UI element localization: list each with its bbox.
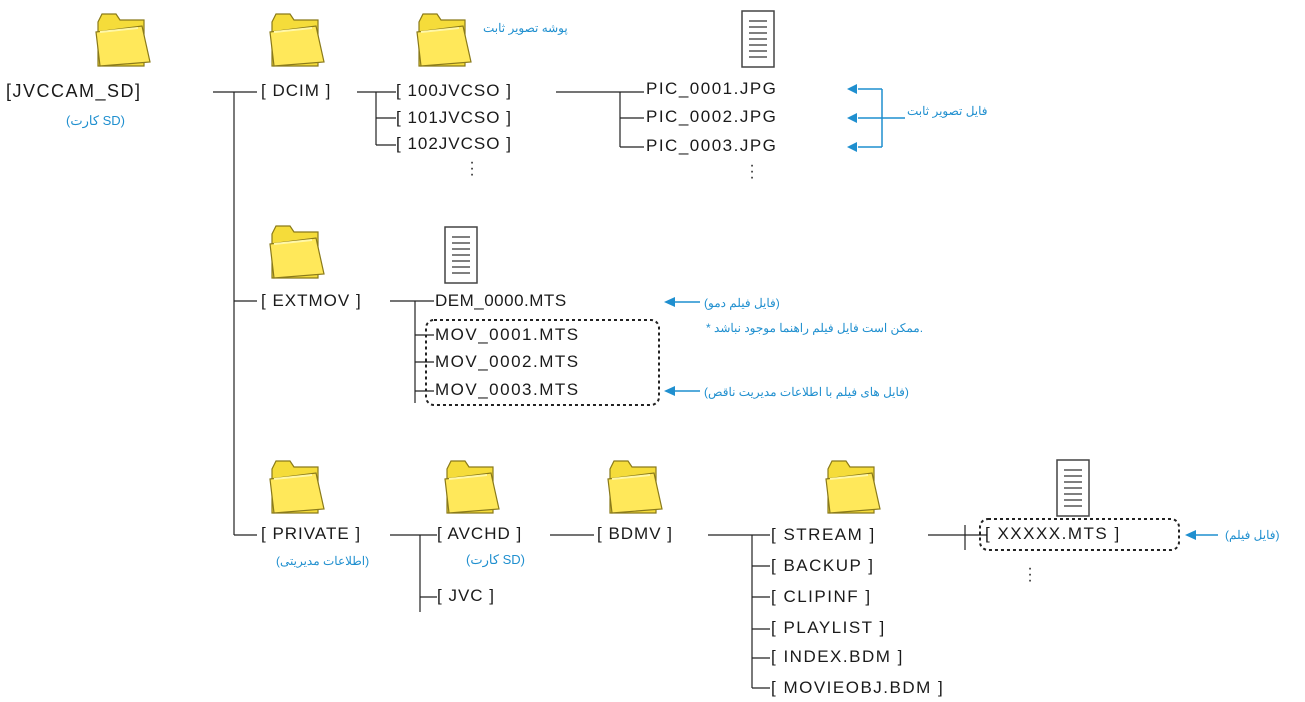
folder-icon xyxy=(266,220,326,287)
avchd-folder-label: [ AVCHD ] xyxy=(437,524,523,543)
folder-icon xyxy=(604,455,664,522)
document-icon xyxy=(444,226,478,291)
ellipsis: ··· xyxy=(469,154,475,183)
jpg-file-label: PIC_0002.JPG xyxy=(646,107,778,126)
dcim-subfolder-100: [ 100JVCSO ] xyxy=(396,81,512,100)
folder-icon xyxy=(822,455,882,522)
dcim-folder-note: پوشه تصویر ثابت xyxy=(483,21,568,35)
private-folder-note: (اطلاعات مدیریتی) xyxy=(276,554,370,568)
document-icon xyxy=(741,10,775,75)
jpg-file-label: PIC_0003.JPG xyxy=(646,136,778,155)
incomplete-files-note: (فایل های فیلم با اطلاعات مدیریت ناقص) xyxy=(704,385,909,399)
playlist-folder-label: [ PLAYLIST ] xyxy=(771,618,886,637)
index-bdm-label: [ INDEX.BDM ] xyxy=(771,647,904,666)
movie-file-note: (فایل فیلم) xyxy=(1225,528,1280,542)
folder-icon xyxy=(266,8,326,75)
demo-file-label: DEM_0000.MTS xyxy=(435,291,567,310)
avchd-folder-note: (کارت SD) xyxy=(466,552,526,567)
movieobj-bdm-label: [ MOVIEOBJ.BDM ] xyxy=(771,678,945,697)
stream-file-label: [ XXXXX.MTS ] xyxy=(985,524,1121,543)
root-folder-label: [JVCCAM_SD] xyxy=(6,81,142,101)
folder-icon xyxy=(92,8,152,75)
backup-folder-label: [ BACKUP ] xyxy=(771,556,875,575)
ellipsis: ··· xyxy=(1027,560,1033,589)
folder-icon xyxy=(441,455,501,522)
demo-footnote: * ممکن است فایل فیلم راهنما موجود نباشد. xyxy=(706,321,924,335)
document-icon xyxy=(1056,459,1090,524)
dcim-subfolder-101: [ 101JVCSO ] xyxy=(396,108,512,127)
extmov-folder-label: [ EXTMOV ] xyxy=(261,291,362,310)
private-folder-label: [ PRIVATE ] xyxy=(261,524,362,543)
bdmv-folder-label: [ BDMV ] xyxy=(597,524,674,543)
jvc-folder-label: [ JVC ] xyxy=(437,586,496,605)
stream-folder-label: [ STREAM ] xyxy=(771,525,876,544)
jpg-file-label: PIC_0001.JPG xyxy=(646,79,778,98)
root-note: (کارت SD) xyxy=(66,113,126,128)
ellipsis: ··· xyxy=(749,157,755,186)
dcim-subfolder-102: [ 102JVCSO ] xyxy=(396,134,512,153)
mts-file-label: MOV_0001.MTS xyxy=(435,325,580,344)
still-image-file-note: فایل تصویر ثابت xyxy=(907,104,988,118)
mts-file-label: MOV_0003.MTS xyxy=(435,380,580,399)
folder-icon xyxy=(266,455,326,522)
clipinf-folder-label: [ CLIPINF ] xyxy=(771,587,872,606)
dcim-folder-label: [ DCIM ] xyxy=(261,81,332,100)
demo-file-note: (فایل فیلم دمو) xyxy=(704,296,780,310)
folder-icon xyxy=(413,8,473,75)
mts-file-label: MOV_0002.MTS xyxy=(435,352,580,371)
